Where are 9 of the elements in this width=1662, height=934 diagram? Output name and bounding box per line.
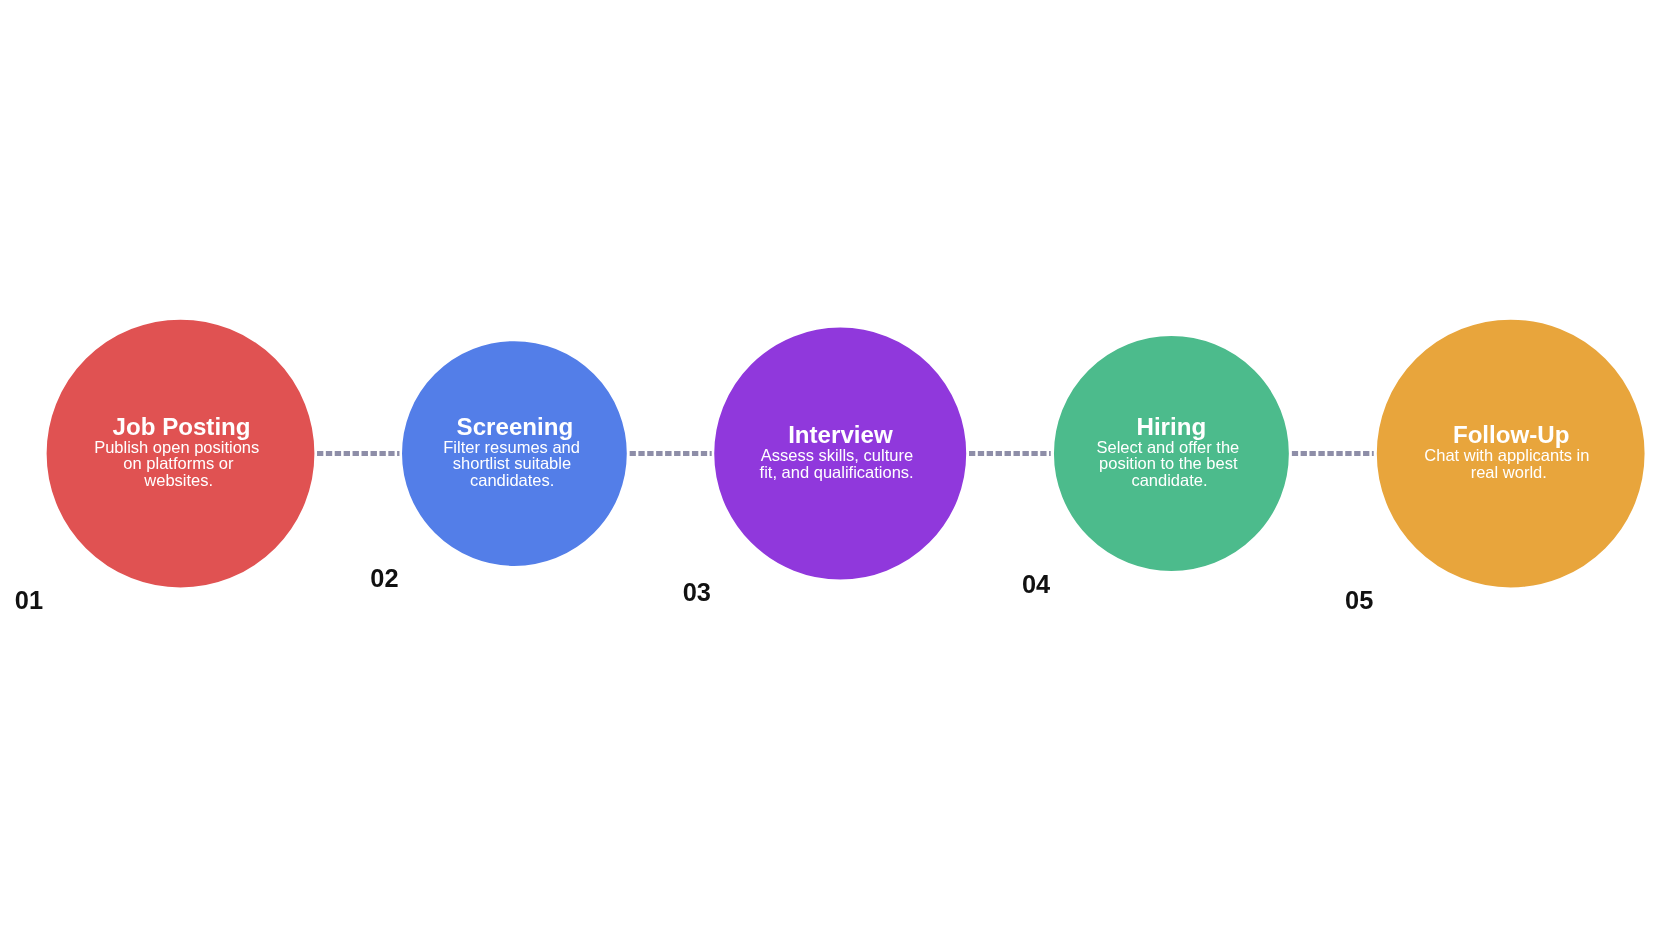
connector	[969, 450, 1051, 456]
node-label: 01	[14, 585, 44, 614]
node-label: 05	[1345, 585, 1374, 614]
connector	[317, 450, 400, 456]
connector	[629, 450, 712, 456]
node-label: 02	[370, 563, 399, 592]
node-label: 04	[1021, 569, 1051, 598]
node-label: 03	[682, 577, 711, 606]
connector	[1291, 450, 1374, 456]
